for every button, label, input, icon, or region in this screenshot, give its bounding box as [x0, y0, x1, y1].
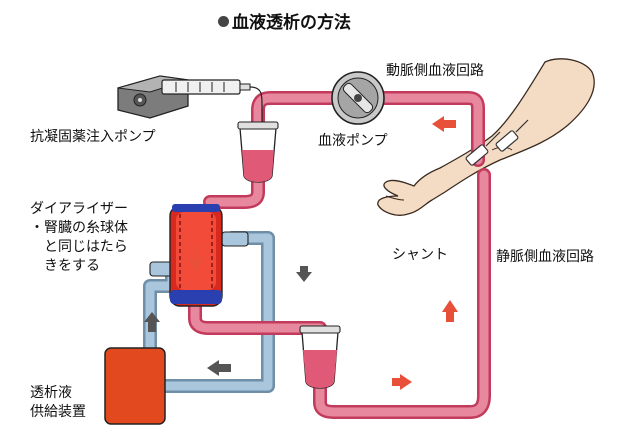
heparin-pump-label: 抗凝固薬注入ポンプ — [30, 129, 156, 145]
dialysate-supply-label-line-2: 供給装置 — [30, 404, 86, 420]
diagram-title: 血液透析の方法 — [218, 8, 351, 33]
shunt-label: シャント — [392, 247, 448, 263]
dialyzer-note-line-2: と同じはたら — [44, 239, 128, 255]
arterial-drip-chamber — [237, 121, 279, 183]
blood-pump-label: 血液ポンプ — [318, 133, 388, 149]
vein-line-label: 静脈側血液回路 — [496, 249, 594, 265]
blood-pump-device — [331, 71, 385, 125]
dialyzer-label: ダイアライザー — [30, 201, 128, 217]
dialysate-supply-label-line-1: 透析液 — [30, 385, 72, 401]
shunt-needles — [465, 119, 529, 166]
flow-arrows — [144, 116, 458, 390]
venous-drip-chamber — [299, 325, 341, 389]
flow-arrow-left-red — [432, 116, 456, 132]
dialyzer-note-line-1: ・腎臓の糸球体 — [30, 220, 128, 236]
dialysate-supply-unit — [104, 347, 166, 425]
flow-arrow-up-red — [442, 300, 458, 322]
dialyzer-device — [149, 204, 249, 307]
dialyzer-note-line-3: きをする — [44, 258, 100, 274]
title-bullet — [218, 16, 229, 27]
diagram-title-text: 血液透析の方法 — [232, 13, 351, 33]
flow-arrow-down-gray — [296, 266, 312, 282]
artery-line-label: 動脈側血液回路 — [386, 63, 484, 79]
flow-arrow-right-red — [392, 374, 412, 390]
flow-arrow-up-gray — [144, 312, 160, 332]
flow-arrow-left-gray — [207, 360, 231, 376]
heparin-pump-device — [117, 75, 263, 122]
